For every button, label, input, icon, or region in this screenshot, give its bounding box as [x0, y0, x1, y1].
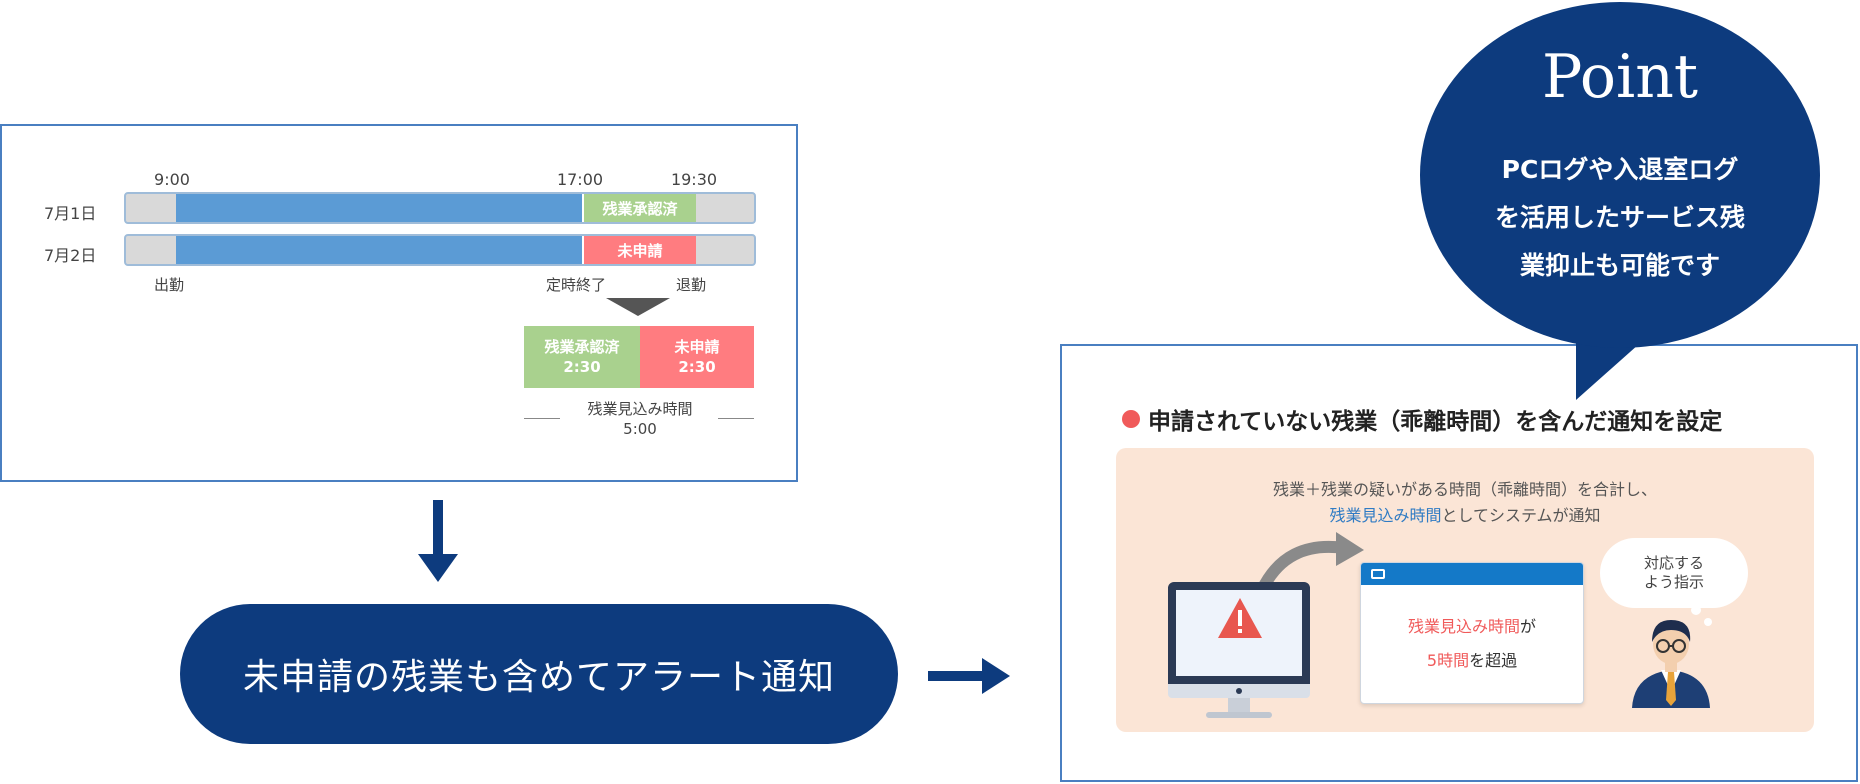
bubble-tail-dots [1691, 605, 1712, 626]
work-segment-1 [176, 194, 582, 222]
expected-overtime-value: 5:00 [623, 419, 657, 438]
marker-clock-in: 出勤 [154, 276, 185, 294]
right-arrow-icon [928, 658, 1010, 694]
timeline-panel [0, 124, 798, 482]
timeline-bar-1: 残業承認済 [124, 192, 756, 224]
notification-card-header [1361, 563, 1583, 585]
expected-overtime-label: 残業見込み時間 [587, 400, 693, 418]
desc-highlight: 残業見込み時間 [1329, 506, 1442, 525]
down-arrow-icon [418, 500, 458, 582]
range-line-left [524, 418, 560, 419]
unapplied-overtime-segment: 未申請 [582, 236, 696, 264]
notify-hours: 5時間 [1426, 651, 1470, 670]
approved-overtime-segment: 残業承認済 [582, 194, 696, 222]
time-label-leave: 19:30 [670, 170, 718, 189]
work-segment-2 [176, 236, 582, 264]
warning-icon [1218, 598, 1262, 638]
setting-title: 申請されていない残業（乖離時間）を含んだ通知を設定 [1122, 402, 1722, 436]
summary-unapplied-value: 2:30 [678, 358, 716, 376]
row-date-2: 7月2日 [44, 246, 97, 265]
manager-person-icon [1632, 620, 1710, 708]
point-line-2: を活用したサービス残 [1494, 203, 1745, 232]
point-line-1: PCログや入退室ログ [1501, 155, 1739, 184]
monitor-neck [1228, 698, 1250, 712]
notify-line-1: 残業見込み時間が [1361, 613, 1583, 637]
instruct-line-2: よう指示 [1643, 573, 1704, 591]
notify-line-1-rest: が [1520, 617, 1537, 636]
monitor-icon [1168, 582, 1310, 684]
summary-unapplied-label: 未申請 [674, 337, 720, 356]
point-title: Point [1541, 42, 1698, 112]
desc-line-2: 残業見込み時間としてシステムが通知 [1116, 502, 1814, 526]
instruct-line-1: 対応する [1643, 553, 1704, 572]
range-line-right [718, 418, 754, 419]
notify-line-2: 5時間を超過 [1361, 647, 1583, 671]
notify-line-2-rest: を超過 [1469, 651, 1518, 670]
summary-approved: 残業承認済 2:30 [524, 326, 640, 388]
timeline-bar-2: 未申請 [124, 234, 756, 266]
desc-line-1: 残業＋残業の疑いがある時間（乖離時間）を合計し、 [1272, 480, 1657, 499]
summary-unapplied: 未申請 2:30 [640, 326, 754, 388]
row-date-1: 7月1日 [44, 204, 97, 223]
red-dot-icon [1122, 410, 1140, 428]
point-bubble: Point PCログや入退室ログ を活用したサービス残 業抑止も可能です [1420, 2, 1820, 348]
down-triangle-icon [606, 298, 670, 316]
expected-overtime: 残業見込み時間 5:00 [570, 400, 710, 439]
monitor-base [1206, 712, 1272, 718]
curved-arrow-icon [1256, 532, 1364, 594]
point-line-3: 業抑止も可能です [1519, 251, 1720, 280]
marker-clock-out: 退勤 [676, 276, 707, 294]
summary-approved-value: 2:30 [563, 358, 601, 376]
monitor-power-dot [1236, 688, 1242, 694]
time-label-start: 9:00 [154, 170, 190, 189]
instruction-bubble: 対応する よう指示 [1600, 538, 1748, 608]
summary-approved-label: 残業承認済 [544, 337, 620, 356]
setting-title-text: 申請されていない残業（乖離時間）を含んだ通知を設定 [1148, 409, 1723, 435]
notification-card: 残業見込み時間が 5時間を超過 [1360, 562, 1584, 704]
notify-expected-label: 残業見込み時間 [1407, 617, 1520, 636]
time-label-end-of-day: 17:00 [556, 170, 604, 189]
alert-notification-pill: 未申請の残業も含めてアラート通知 [180, 604, 898, 744]
desc-rest: としてシステムが通知 [1441, 506, 1601, 525]
window-icon [1371, 569, 1385, 579]
marker-end-of-shift: 定時終了 [546, 276, 607, 294]
